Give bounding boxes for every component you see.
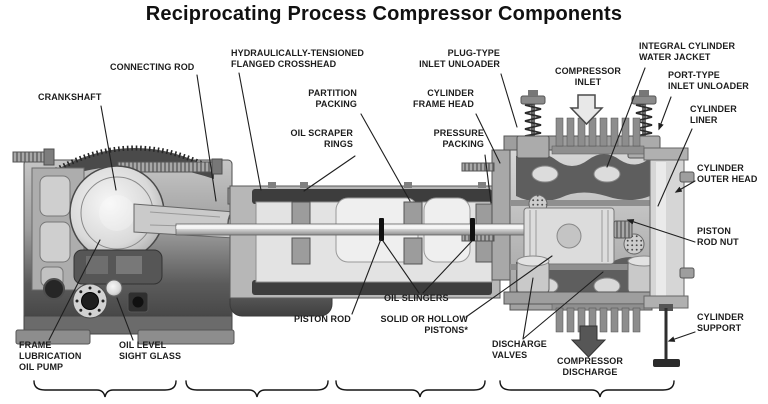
piston-rod-graphic [175, 218, 617, 241]
label-crankshaft: CRANKSHAFT [38, 92, 102, 102]
label-cylinder-outer-head: CYLINDER OUTER HEAD [697, 163, 758, 184]
inlet-arrow [569, 94, 604, 126]
discharge-arrow [570, 325, 607, 358]
label-compressor-discharge: COMPRESSOR DISCHARGE [556, 356, 623, 377]
label-solid-or-hollow-pistons: SOLID OR HOLLOW PISTONS* [380, 314, 468, 335]
label-port-type-inlet-unloader: PORT-TYPE INLET UNLOADER [668, 70, 749, 91]
piston-rod-nut-graphic [613, 220, 633, 239]
label-oil-level-sight-glass: OIL LEVEL SIGHT GLASS [119, 340, 182, 361]
label-cylinder-frame-head: CYLINDER FRAME HEAD [413, 88, 474, 109]
label-oil-scraper-rings: OIL SCRAPER RINGS [290, 128, 353, 149]
label-cylinder-support: CYLINDER SUPPORT [697, 312, 744, 333]
label-integral-cylinder-water-jacket: INTEGRAL CYLINDER WATER JACKET [639, 41, 736, 62]
page-title: Reciprocating Process Compressor Compone… [145, 3, 623, 25]
leader-lines [48, 67, 696, 342]
label-compressor-inlet: COMPRESSOR INLET [554, 66, 621, 87]
label-piston-rod: PISTON ROD [294, 314, 351, 324]
cylinder-support-graphic [653, 304, 680, 367]
section-braces [33, 380, 675, 398]
oil-slinger-mark [379, 218, 384, 241]
label-piston-rod-nut: PISTON ROD NUT [697, 226, 739, 247]
label-connecting-rod: CONNECTING ROD [110, 62, 195, 72]
crankcase-section [12, 145, 333, 345]
cylinder-internals [503, 90, 695, 367]
label-frame-lubrication-oil-pump: FRAME LUBRICATION OIL PUMP [19, 340, 82, 372]
label-plug-type-inlet-unloader: PLUG-TYPE INLET UNLOADER [419, 48, 500, 69]
label-cylinder-liner: CYLINDER LINER [690, 104, 737, 125]
label-oil-slingers: OIL SLINGERS [384, 293, 449, 303]
label-crosshead: HYDRAULICALLY-TENSIONED FLANGED CROSSHEA… [231, 48, 364, 69]
label-discharge-valves: DISCHARGE VALVES [492, 339, 547, 360]
label-partition-packing: PARTITION PACKING [308, 88, 357, 109]
label-pressure-packing: PRESSURE PACKING [433, 128, 484, 149]
oil-slinger-mark [470, 218, 475, 241]
